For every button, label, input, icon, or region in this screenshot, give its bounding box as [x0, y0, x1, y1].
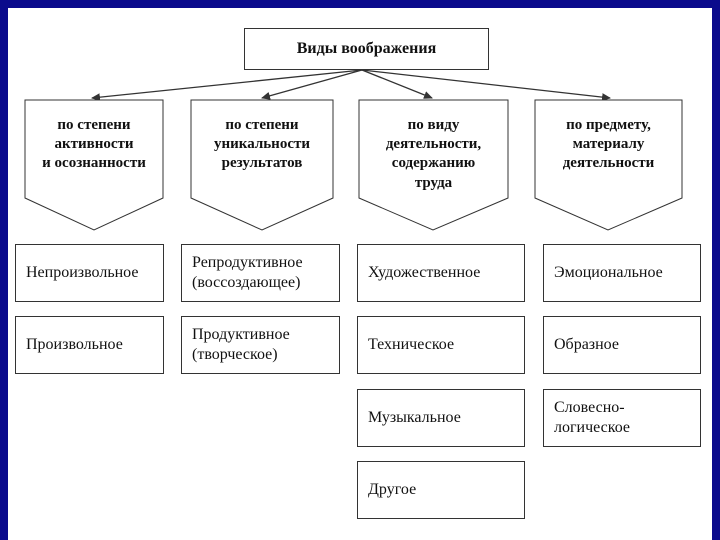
item-box-musical: Музыкальное	[357, 389, 525, 447]
arrow-to-category-4	[361, 69, 611, 102]
item-box-other: Другое	[357, 461, 525, 519]
category-label-3: по виду деятельности, содержанию труда	[385, 117, 482, 191]
item-box-reproductive: Репродуктивное (воссоздающее)	[181, 244, 340, 302]
category-shape-3	[358, 99, 509, 231]
item-box-technical: Техническое	[357, 316, 525, 374]
category-shape-2	[190, 99, 334, 231]
item-box-artistic: Художественное	[357, 244, 525, 302]
category-shape-1	[24, 99, 164, 231]
category-shape-4	[534, 99, 683, 231]
item-box-emotional: Эмоциональное	[543, 244, 701, 302]
item-box-voluntary: Произвольное	[15, 316, 164, 374]
category-label-1: по степени активности и осознанности	[42, 117, 146, 172]
root-title-box: Виды воображения	[244, 28, 489, 70]
arrow-to-category-2	[261, 69, 363, 100]
item-box-productive: Продуктивное (творческое)	[181, 316, 340, 374]
item-box-involuntary: Непроизвольное	[15, 244, 164, 302]
item-box-figurative: Образное	[543, 316, 701, 374]
arrow-to-category-3	[361, 69, 433, 99]
category-label-4: по предмету, материалу деятельности	[562, 117, 655, 172]
arrow-to-category-1	[91, 69, 363, 102]
item-box-verbal-logical: Словесно- логическое	[543, 389, 701, 447]
category-label-2: по степени уникальности результатов	[214, 117, 310, 172]
